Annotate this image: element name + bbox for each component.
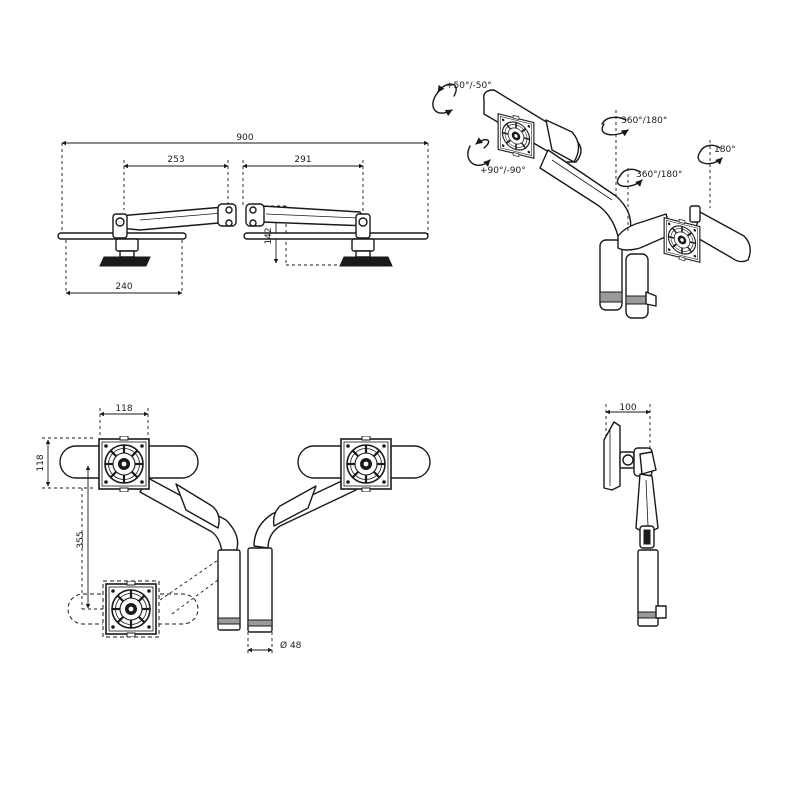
dim-label-291: 291 — [294, 155, 311, 165]
front-elevation-view: 900 253 291 240 142 — [57, 133, 429, 296]
dim-label-118-height: 118 — [36, 454, 46, 471]
dim-label-118-width: 118 — [115, 404, 132, 414]
dim-label-240: 240 — [115, 282, 132, 292]
side-elevation-view — [603, 404, 667, 627]
side-dim-label-group: 100 — [619, 403, 636, 413]
rotation-label-arm-swivel: 360°/180° — [621, 116, 667, 126]
rotation-label-rotate: +90°/-90° — [480, 166, 526, 176]
dim-label-355: 355 — [76, 531, 86, 548]
rotation-label-head-swivel: 180° — [714, 145, 736, 155]
top-plan-view: 118 118 355 Ø 48 — [36, 404, 431, 656]
dim-label-diameter-48: Ø 48 — [280, 640, 302, 651]
dim-label-142: 142 — [264, 227, 274, 244]
rotation-label-base-swivel: 360°/180° — [636, 170, 682, 180]
dim-label-253: 253 — [167, 155, 184, 165]
dim-label-900: 900 — [236, 133, 253, 143]
dim-label-100: 100 — [619, 403, 636, 413]
rotation-label-tilt: +50°/-50° — [446, 81, 492, 91]
isometric-view: +50°/-50° +90°/-90° 360°/180° 360°/180° … — [432, 81, 751, 319]
